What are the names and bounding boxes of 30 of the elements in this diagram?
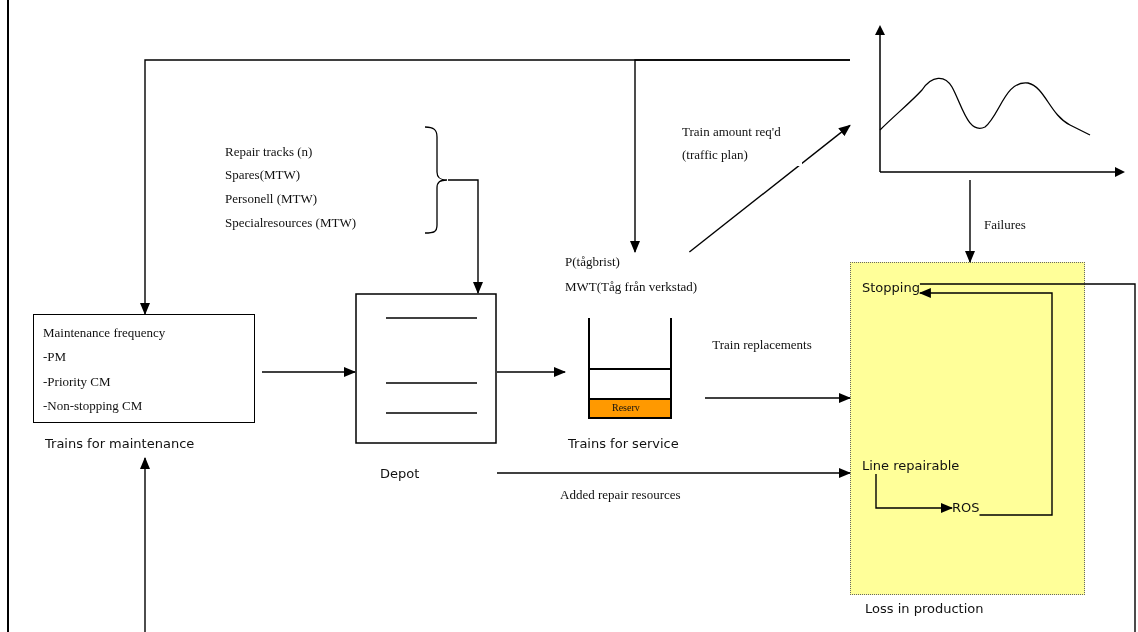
resource-text: Repair tracks (n) <box>225 144 313 160</box>
arrow <box>630 59 851 253</box>
arrow <box>496 367 566 377</box>
area-caption: Loss in production <box>865 601 984 617</box>
arrow <box>140 457 150 632</box>
arrow <box>447 179 483 294</box>
resource-text: Personell (MTW) <box>225 191 318 207</box>
list-item: -PM <box>43 349 67 365</box>
node-label: Stopping <box>862 280 920 296</box>
arrow <box>965 179 975 263</box>
list-item: -Priority CM <box>43 374 111 390</box>
reserve-label: Reserv <box>612 401 640 415</box>
annotation: MWT(Tåg från verkstad) <box>565 279 698 295</box>
list-item: -Non-stopping CM <box>43 398 143 414</box>
node-label: Line repairable <box>862 458 960 474</box>
node-label: ROS <box>952 500 980 516</box>
connector-line <box>919 283 1136 632</box>
arrow <box>875 473 953 513</box>
arrow <box>496 468 851 478</box>
annotation: P(tågbrist) <box>565 254 620 270</box>
node-label: Depot <box>380 466 420 482</box>
arrow <box>688 124 851 253</box>
arrow <box>918 288 1053 516</box>
node-label: Trains for maintenance <box>45 436 195 452</box>
node-label: Trains for service <box>568 436 679 452</box>
arrow <box>261 367 356 377</box>
resource-text: Spares(MTW) <box>225 167 301 183</box>
arrow <box>704 393 851 403</box>
box-heading: Maintenance frequency <box>43 325 166 341</box>
resource-text: Specialresources (MTW) <box>225 215 357 231</box>
